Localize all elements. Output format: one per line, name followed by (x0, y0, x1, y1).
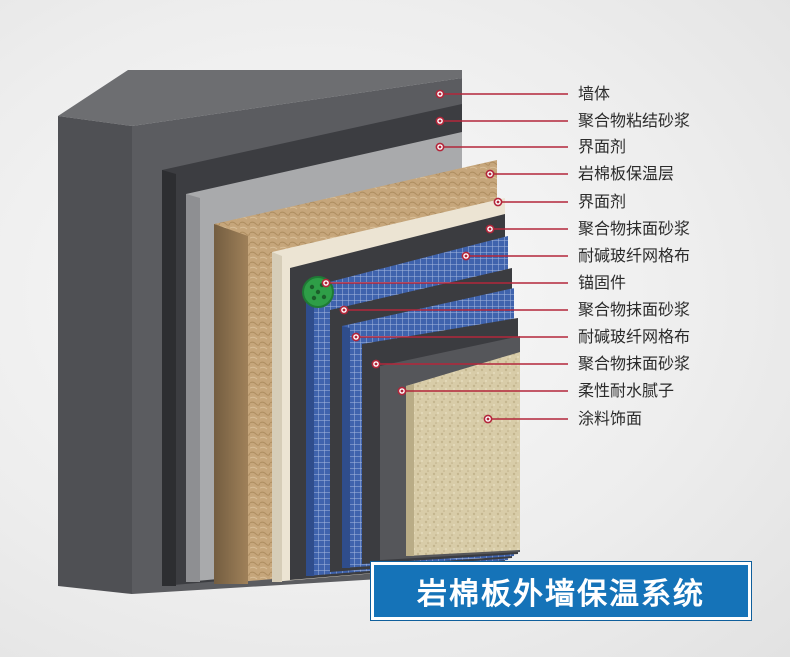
leader-lines (321, 89, 568, 424)
label-anchor: 锚固件 (578, 273, 627, 292)
marker-dot-plaster-mortar-2 (342, 308, 346, 312)
marker-dot-wall (438, 92, 442, 96)
banner-title: 岩棉板外墙保温系统 (417, 577, 705, 612)
wall-top (58, 70, 462, 126)
label-rockwool: 岩棉板保温层 (578, 164, 675, 183)
layer-paint-finish (406, 352, 520, 556)
label-interface-agent-1: 界面剂 (578, 137, 627, 156)
marker-dot-anchor (324, 281, 328, 285)
marker-dot-mesh-2 (354, 335, 358, 339)
label-plaster-mortar-1: 聚合物抹面砂浆 (578, 219, 691, 238)
marker-dot-mesh-1 (464, 254, 468, 258)
marker-dot-interface-agent-1 (438, 145, 442, 149)
title-banner: 岩棉板外墙保温系统 (371, 562, 751, 620)
label-interface-agent-2: 界面剂 (578, 192, 627, 211)
label-mesh-2: 耐碱玻纤网格布 (578, 327, 691, 346)
marker-dot-paint-finish (486, 417, 490, 421)
label-plaster-mortar-2: 聚合物抹面砂浆 (578, 300, 691, 319)
label-plaster-mortar-3: 聚合物抹面砂浆 (578, 354, 691, 373)
label-putty: 柔性耐水腻子 (578, 381, 675, 400)
marker-dot-plaster-mortar-1 (488, 227, 492, 231)
wall-front (58, 116, 132, 594)
label-mesh-1: 耐碱玻纤网格布 (578, 246, 691, 265)
marker-dot-plaster-mortar-3 (374, 362, 378, 366)
label-wall: 墙体 (578, 84, 611, 103)
label-paint-finish: 涂料饰面 (578, 409, 643, 428)
marker-dot-putty (400, 389, 404, 393)
marker-dot-bonding-mortar (438, 119, 442, 123)
marker-dot-rockwool (488, 172, 492, 176)
label-bonding-mortar: 聚合物粘结砂浆 (578, 111, 691, 130)
marker-dot-interface-agent-2 (496, 200, 500, 204)
